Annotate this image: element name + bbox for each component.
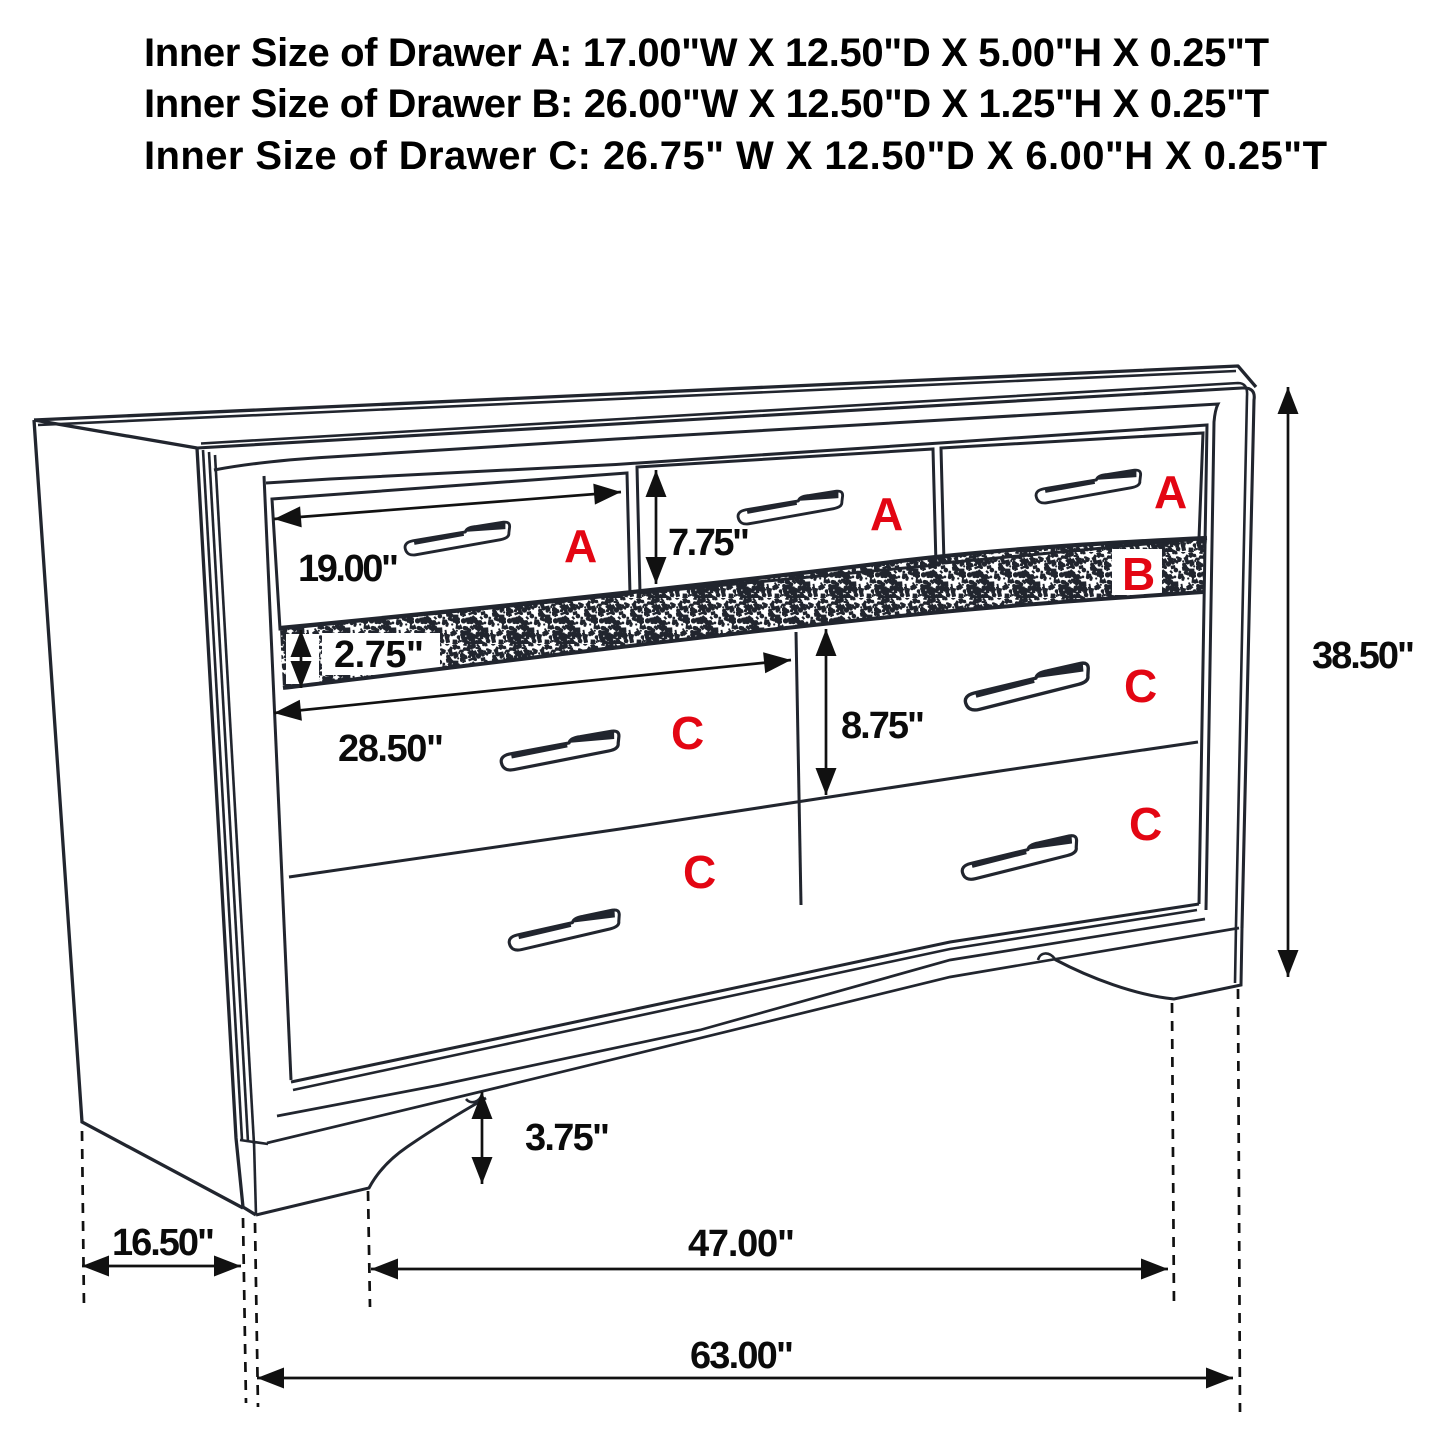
- svg-text:Inner Size of Drawer C: 26.75": Inner Size of Drawer C: 26.75" W X 12.50…: [144, 134, 1327, 178]
- svg-text:C: C: [1124, 660, 1157, 712]
- svg-text:63.00": 63.00": [690, 1335, 794, 1377]
- svg-text:B: B: [1122, 548, 1155, 600]
- svg-text:28.50": 28.50": [338, 728, 444, 770]
- svg-text:16.50": 16.50": [112, 1222, 215, 1264]
- svg-text:A: A: [564, 520, 597, 572]
- svg-text:19.00": 19.00": [298, 548, 399, 590]
- svg-text:3.75": 3.75": [525, 1117, 610, 1159]
- svg-text:8.75": 8.75": [841, 705, 925, 747]
- svg-text:C: C: [671, 707, 704, 759]
- svg-text:38.50": 38.50": [1312, 635, 1415, 677]
- svg-text:7.75": 7.75": [668, 522, 750, 564]
- svg-text:C: C: [683, 846, 716, 898]
- svg-text:2.75": 2.75": [334, 634, 424, 676]
- svg-text:A: A: [1154, 466, 1187, 518]
- svg-text:Inner Size of Drawer A: 17.00": Inner Size of Drawer A: 17.00"W X 12.50"…: [144, 31, 1269, 75]
- svg-text:A: A: [870, 488, 903, 540]
- svg-text:C: C: [1129, 798, 1162, 850]
- svg-text:47.00": 47.00": [688, 1223, 795, 1265]
- svg-text:Inner Size of Drawer B: 26.00": Inner Size of Drawer B: 26.00"W X 12.50"…: [144, 82, 1269, 126]
